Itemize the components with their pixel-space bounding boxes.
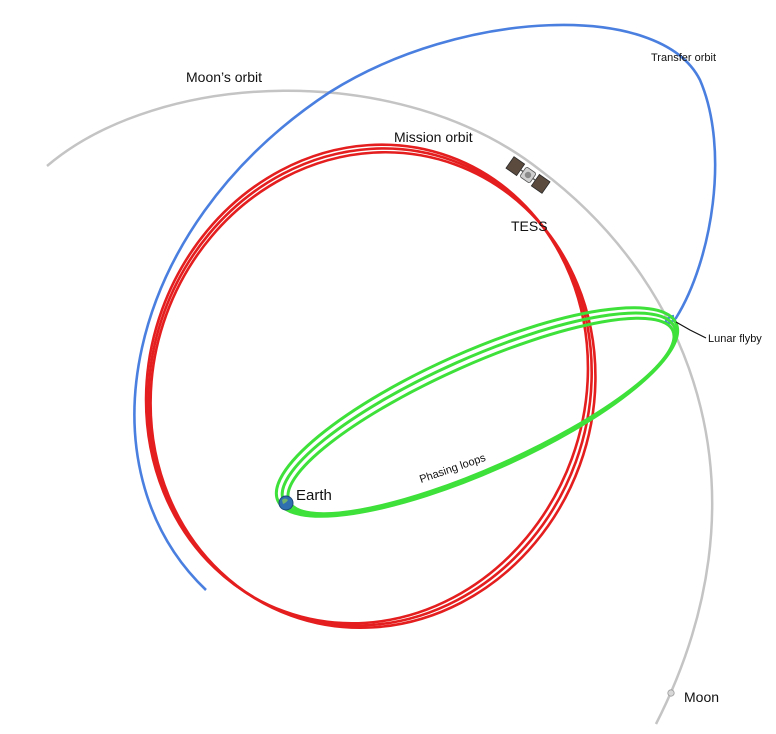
moons-orbit-label: Moon’s orbit (186, 69, 262, 85)
transfer-orbit-path (133, 23, 717, 591)
moon-label: Moon (684, 689, 719, 705)
moon-dot-icon (667, 689, 675, 697)
mission-orbit (144, 143, 597, 630)
phasing-loop (286, 316, 676, 516)
transfer-orbit-label: Transfer orbit (651, 52, 716, 64)
mission-orbit-loop (144, 143, 590, 625)
phasing-loops (274, 306, 680, 518)
mission-orbit-loop (149, 150, 597, 630)
tess-spacecraft-icon (505, 156, 551, 194)
earth-icon (278, 495, 294, 511)
tess-label: TESS (511, 218, 548, 234)
phasing-loops-label: Phasing loops (418, 452, 488, 486)
mission-orbit-loop (147, 147, 593, 627)
mission-orbit-label: Mission orbit (394, 129, 473, 145)
lunar-flyby-label: Lunar flyby (708, 333, 762, 345)
lunar-flyby-leader-line (675, 321, 707, 339)
earth-label: Earth (296, 487, 332, 504)
moon-orbit-path (46, 89, 714, 725)
